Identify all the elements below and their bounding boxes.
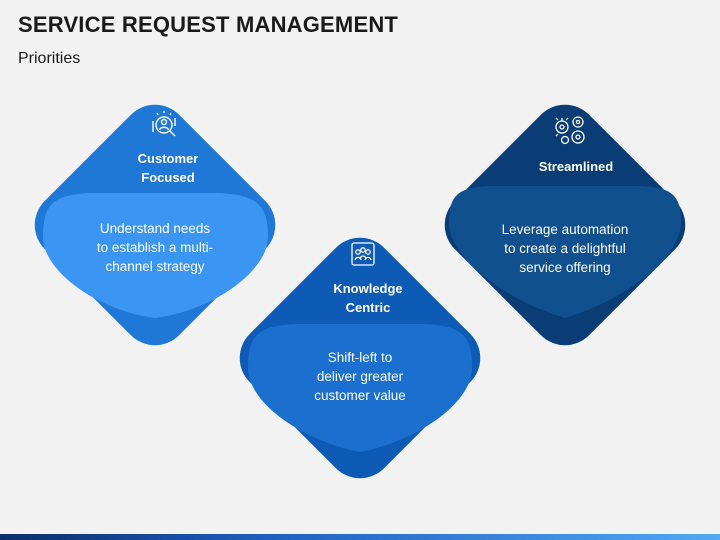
card-description-panel <box>248 324 472 452</box>
card-label-streamlined: Streamlined <box>538 159 614 174</box>
card-knowledge-centric <box>239 237 481 479</box>
card-streamlined <box>444 104 686 346</box>
customer-search-icon <box>152 111 176 137</box>
team-network-icon <box>351 242 375 266</box>
card-label-tab <box>520 145 618 184</box>
gears-icon <box>555 116 585 145</box>
card-label-tab <box>118 140 205 186</box>
card-customer-focused <box>34 104 276 346</box>
bottom-accent-bar <box>0 534 720 540</box>
page-title: SERVICE REQUEST MANAGEMENT <box>18 12 399 37</box>
card-description-panel <box>43 193 268 318</box>
page-subtitle: Priorities <box>18 50 81 67</box>
card-description-panel <box>449 186 681 318</box>
card-label-tab <box>320 272 412 318</box>
